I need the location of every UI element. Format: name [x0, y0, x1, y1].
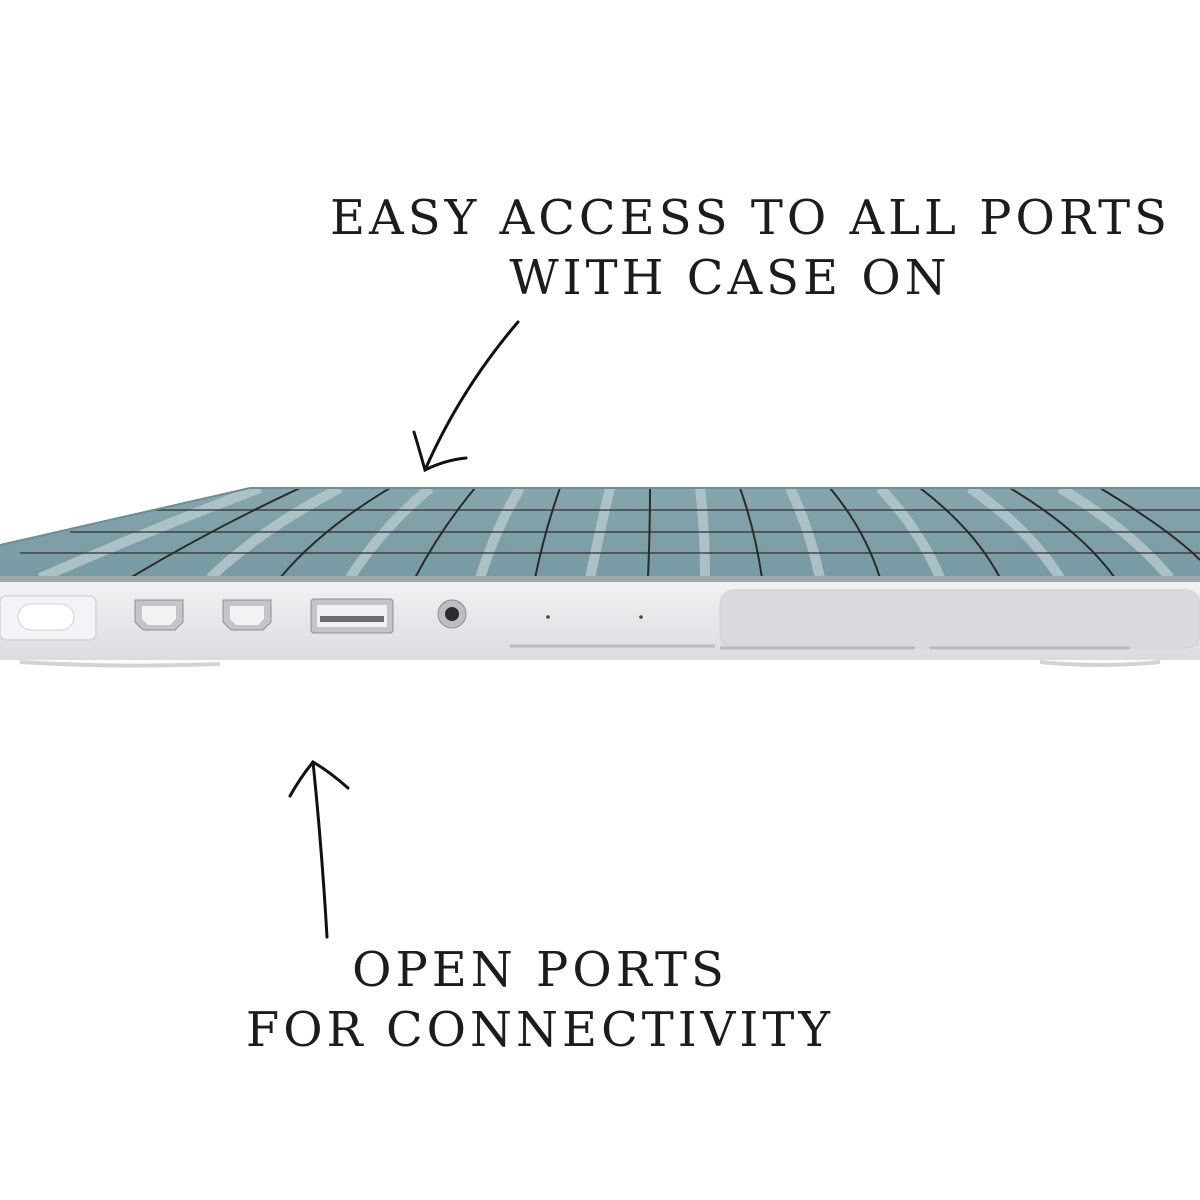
indicator-dots: [546, 615, 643, 619]
caption-top-line-2: WITH CASE ON: [509, 250, 951, 306]
magsafe-port: [0, 595, 97, 641]
usb-a-port: [310, 598, 394, 634]
thunderbolt-port-1: [134, 599, 184, 631]
caption-top-line-1: EASY ACCESS TO ALL PORTS: [330, 190, 1172, 246]
caption-easy-access: EASY ACCESS TO ALL PORTS WITH CASE ON: [330, 188, 1172, 308]
arrow-up-icon: [288, 760, 350, 939]
headphone-jack: [437, 599, 467, 629]
laptop-side-panel: [0, 576, 1200, 668]
caption-bottom-line-2: FOR CONNECTIVITY: [245, 1002, 835, 1058]
caption-open-ports: OPEN PORTS FOR CONNECTIVITY: [220, 940, 860, 1060]
plaid-pattern: [20, 488, 1200, 578]
thunderbolt-port-2: [222, 599, 272, 631]
arrow-down-icon: [412, 320, 520, 473]
caption-bottom-line-1: OPEN PORTS: [352, 942, 728, 998]
case-lid: [0, 487, 1200, 578]
